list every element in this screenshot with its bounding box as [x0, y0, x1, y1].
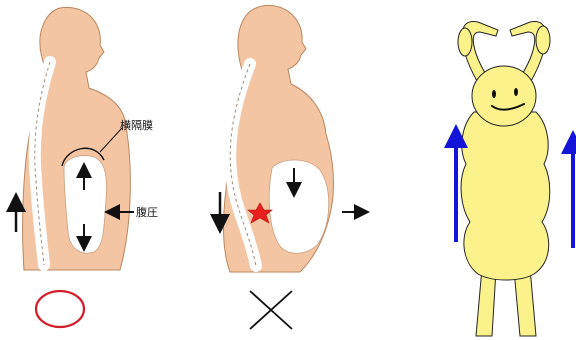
diaphragm-label: 横隔膜: [120, 118, 153, 132]
bad-abdomen-space: [269, 160, 329, 253]
good-abdomen-space: [64, 156, 106, 254]
good-posture-figure: 横隔膜 腹圧: [16, 7, 158, 327]
left-hand: [458, 28, 472, 56]
correct-circle-mark: [36, 291, 84, 327]
left-eye: [492, 90, 496, 98]
abdominal-pressure-label: 腹圧: [136, 205, 158, 219]
stretching-figure: [456, 22, 573, 336]
right-eye: [514, 88, 518, 96]
smiley-head: [472, 66, 536, 126]
torso: [461, 112, 550, 280]
bad-posture-figure: [220, 5, 362, 329]
right-hand: [536, 26, 550, 54]
